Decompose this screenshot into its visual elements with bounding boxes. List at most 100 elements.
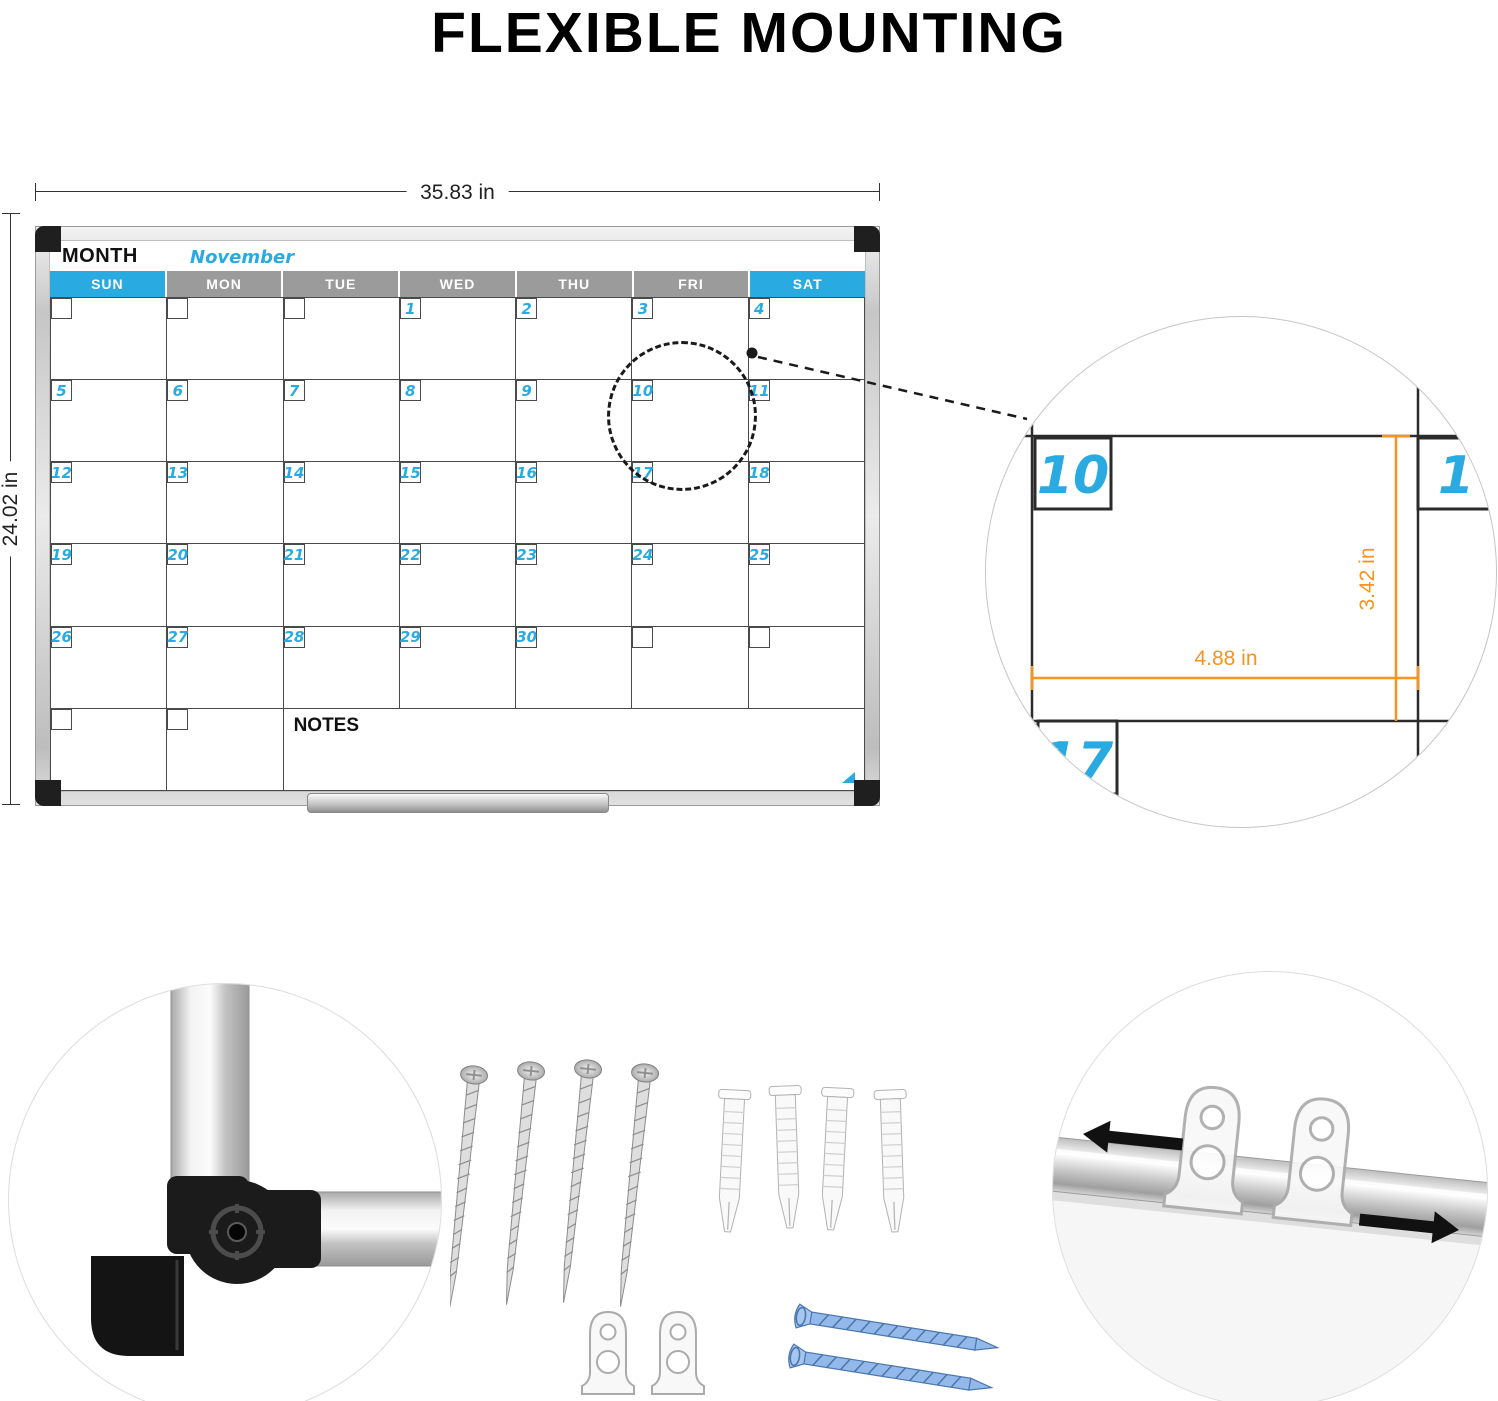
calendar-cell: 8	[399, 380, 516, 462]
calendar-cell: 20	[167, 544, 283, 626]
day-header-row: SUN MON TUE WED THU FRI SAT	[50, 271, 866, 297]
calendar-cell: 24	[632, 544, 748, 626]
zoom-detail-circle: 10 1 17 4.88 in 3.42 in	[985, 316, 1497, 828]
date-box	[167, 298, 189, 319]
cell-width-label: 4.88 in	[1194, 647, 1257, 670]
date-box: 14	[283, 462, 305, 484]
callout-connector	[746, 347, 1028, 421]
date-number: 24	[632, 545, 654, 564]
calendar-cell	[283, 298, 399, 380]
date-number	[168, 299, 187, 318]
date-box	[748, 626, 770, 648]
frame-corner-cap	[35, 226, 61, 252]
date-number: 8	[405, 381, 416, 400]
date-number: 13	[167, 463, 189, 482]
calendar-cell	[167, 298, 283, 380]
cell-dimension-diagram: 10 1 17 4.88 in 3.42 in	[986, 357, 1496, 827]
calendar-cell	[748, 626, 864, 708]
dimension-tick	[2, 213, 20, 214]
calendar-cell: 4	[748, 298, 864, 380]
mounting-hardware	[450, 1057, 1001, 1401]
date-number	[285, 299, 304, 318]
date-number: 21	[283, 545, 305, 564]
date-number: 1	[405, 299, 416, 318]
date-box: 4	[748, 298, 770, 319]
calendar-cell: 28	[283, 626, 399, 708]
frame-corner-cap	[854, 226, 880, 252]
frame-corner-cap	[35, 780, 61, 806]
date-number: 27	[167, 628, 189, 647]
calendar-cell: 12	[51, 462, 167, 544]
date-number: 2	[521, 299, 532, 318]
dimension-tick	[879, 183, 880, 201]
calendar-cell: 19	[51, 544, 167, 626]
marker-tray	[306, 793, 609, 813]
calendar-cell: 6	[167, 380, 283, 462]
calendar-cell	[632, 626, 748, 708]
day-header-tue: TUE	[283, 271, 401, 297]
calendar-cell: 18	[748, 462, 864, 544]
brand-mark	[842, 772, 855, 783]
date-number: 12	[51, 463, 72, 482]
date-box: 21	[283, 544, 305, 566]
calendar-cell: 27	[167, 626, 283, 708]
date-number: 29	[399, 628, 421, 647]
date-box: 25	[748, 544, 770, 566]
cell-dimension-lines	[1030, 434, 1420, 721]
date-number: 18	[748, 463, 770, 482]
date-box: 24	[632, 544, 654, 566]
date-box	[283, 298, 305, 319]
date-box	[51, 298, 72, 319]
date-number: 26	[51, 628, 72, 647]
zoom-cell-number: 10	[1037, 446, 1109, 506]
highlight-circle	[607, 341, 757, 491]
board-width-label: 35.83 in	[406, 181, 509, 205]
whiteboard-calendar: MONTH November SUN MON TUE WED THU FRI S…	[35, 226, 880, 813]
board-height-label: 24.02 in	[0, 461, 25, 557]
date-box: 1	[399, 298, 421, 319]
wall-anchor-icon	[768, 1084, 807, 1230]
calendar-cell: 26	[51, 626, 167, 708]
calendar-cell: 14	[283, 462, 399, 544]
date-number: 19	[51, 545, 72, 564]
calendar-cell: 5	[51, 380, 167, 462]
notes-label: NOTES	[293, 714, 360, 736]
date-number: 9	[521, 381, 532, 400]
corner-cap-piece	[91, 1256, 184, 1356]
wall-anchor-icon	[710, 1088, 752, 1234]
date-number: 4	[753, 299, 765, 318]
date-number: 6	[172, 381, 183, 400]
calendar-cell: 22	[399, 544, 516, 626]
date-box: 3	[632, 298, 654, 319]
date-number	[750, 628, 769, 647]
page-title: FLEXIBLE MOUNTING	[431, 1, 1067, 65]
cell-grid-lines	[986, 357, 1496, 827]
calendar-cell: 30	[516, 626, 632, 708]
zoom-date-box	[1033, 436, 1113, 511]
dimension-tick	[2, 804, 20, 805]
date-box: 9	[516, 380, 538, 402]
date-box: 27	[167, 626, 189, 648]
calendar-cell: 23	[516, 544, 632, 626]
calendar-cell: 2	[516, 298, 632, 380]
callout-dot	[746, 347, 758, 359]
rail-shadow	[1053, 1184, 1487, 1253]
date-box	[51, 708, 72, 730]
rail-highlight	[1053, 1142, 1487, 1207]
calendar-cell: 29	[399, 626, 516, 708]
date-box: 7	[283, 380, 305, 402]
day-header-wed: WED	[400, 271, 517, 297]
mounting-screw-icon	[549, 1057, 604, 1306]
notes-area: NOTES	[283, 708, 864, 790]
mounting-screw-icon	[492, 1059, 547, 1308]
date-box: 6	[167, 380, 189, 402]
date-box: 29	[399, 626, 421, 648]
board-width-dimension: 35.83 in	[35, 181, 880, 205]
calendar-cell: 15	[399, 462, 516, 544]
date-number: 28	[283, 628, 305, 647]
calendar-cell	[51, 708, 167, 790]
date-number: 15	[399, 463, 421, 482]
calendar-surface: MONTH November SUN MON TUE WED THU FRI S…	[49, 240, 866, 792]
day-header-thu: THU	[516, 271, 634, 297]
date-number: 5	[56, 381, 67, 400]
